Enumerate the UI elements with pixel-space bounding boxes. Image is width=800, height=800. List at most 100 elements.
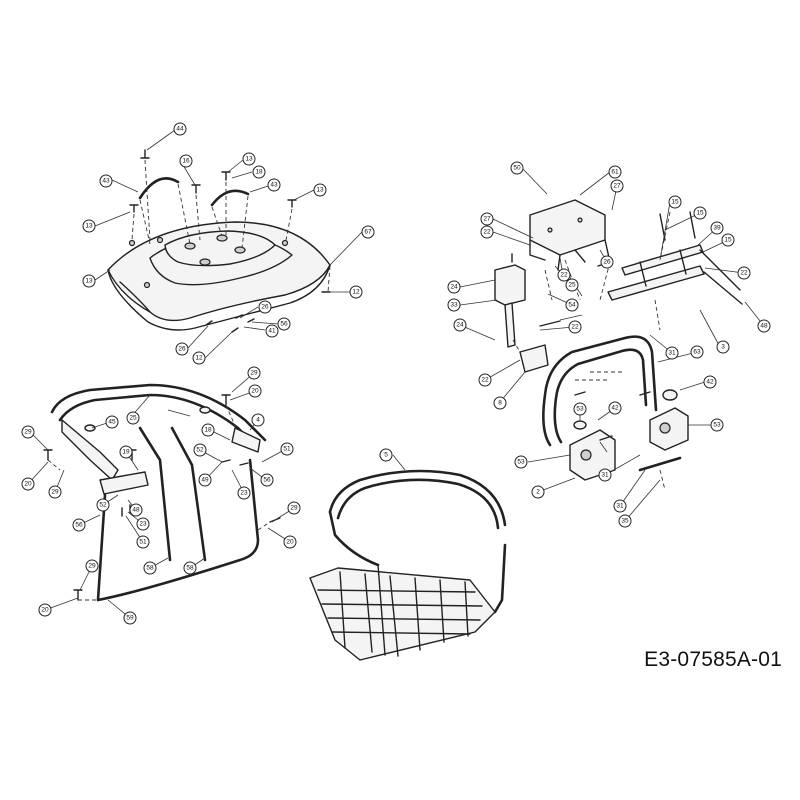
svg-text:51: 51 (283, 446, 291, 453)
callout-29: 29 (21, 425, 35, 439)
callout-20: 20 (248, 384, 262, 398)
callout-56: 56 (72, 518, 86, 532)
callout-24: 24 (447, 280, 461, 294)
callout-4: 4 (251, 413, 265, 427)
svg-text:42: 42 (611, 405, 619, 412)
svg-text:41: 41 (268, 328, 276, 335)
callout-54: 54 (565, 298, 579, 312)
callout-13: 13 (242, 152, 256, 166)
svg-text:15: 15 (724, 237, 732, 244)
seat-cushion-frame (309, 454, 507, 661)
svg-text:8: 8 (498, 400, 502, 407)
svg-text:43: 43 (270, 182, 278, 189)
callout-5: 5 (379, 448, 393, 462)
svg-text:26: 26 (603, 259, 611, 266)
drawing-number: E3-07585A-01 (644, 648, 782, 671)
callout-56: 56 (277, 317, 291, 331)
svg-text:19: 19 (122, 449, 130, 456)
callout-67: 67 (361, 225, 375, 239)
svg-text:25: 25 (568, 282, 576, 289)
callout-53: 53 (710, 418, 724, 432)
callout-49: 49 (198, 473, 212, 487)
callout-13: 13 (313, 183, 327, 197)
callout-13: 13 (82, 274, 96, 288)
svg-text:50: 50 (513, 165, 521, 172)
callout-20: 20 (21, 477, 35, 491)
svg-text:54: 54 (568, 302, 576, 309)
callout-20: 20 (283, 535, 297, 549)
seat-pan-assembly (94, 129, 363, 359)
callout-8: 8 (493, 396, 507, 410)
svg-text:61: 61 (611, 169, 619, 176)
svg-text:18: 18 (255, 169, 263, 176)
callout-22: 22 (478, 373, 492, 387)
callout-15: 15 (693, 206, 707, 220)
svg-text:2: 2 (536, 489, 540, 496)
callout-12: 12 (349, 285, 363, 299)
svg-text:16: 16 (182, 158, 190, 165)
svg-text:59: 59 (126, 615, 134, 622)
svg-text:23: 23 (139, 521, 147, 528)
callout-27: 27 (480, 212, 494, 226)
callout-51: 51 (136, 535, 150, 549)
callout-63: 63 (690, 345, 704, 359)
callout-58: 58 (143, 561, 157, 575)
svg-text:67: 67 (364, 229, 372, 236)
callout-2: 2 (531, 485, 545, 499)
svg-text:33: 33 (450, 302, 458, 309)
svg-text:23: 23 (240, 490, 248, 497)
callout-29: 29 (85, 559, 99, 573)
callout-48: 48 (129, 503, 143, 517)
callout-43: 43 (99, 174, 113, 188)
callout-bubbles: 44 16 13 18 43 13 43 13 67 13 12 26 56 4… (21, 122, 771, 625)
callout-18: 18 (201, 423, 215, 437)
svg-text:49: 49 (201, 477, 209, 484)
svg-text:51: 51 (139, 539, 147, 546)
callout-3: 3 (716, 340, 730, 354)
svg-text:22: 22 (740, 270, 748, 277)
callout-53: 53 (514, 455, 528, 469)
svg-text:13: 13 (85, 278, 93, 285)
svg-text:44: 44 (176, 126, 184, 133)
callout-56: 56 (260, 473, 274, 487)
svg-text:29: 29 (88, 563, 96, 570)
svg-text:52: 52 (99, 502, 107, 509)
svg-text:24: 24 (450, 284, 458, 291)
svg-text:27: 27 (613, 183, 621, 190)
callout-61: 61 (608, 165, 622, 179)
svg-text:12: 12 (195, 355, 203, 362)
svg-text:45: 45 (108, 419, 116, 426)
callout-26: 26 (175, 342, 189, 356)
svg-text:35: 35 (621, 518, 629, 525)
svg-text:26: 26 (261, 304, 269, 311)
svg-text:20: 20 (286, 539, 294, 546)
callout-18: 18 (252, 165, 266, 179)
callout-31: 31 (613, 499, 627, 513)
svg-text:5: 5 (384, 452, 388, 459)
callout-19: 19 (119, 445, 133, 459)
seat-base-frame-assembly (459, 167, 765, 522)
callout-29: 29 (247, 366, 261, 380)
svg-text:58: 58 (146, 565, 154, 572)
backrest-frame-assembly (27, 372, 295, 619)
callout-52: 52 (193, 443, 207, 457)
callout-23: 23 (237, 486, 251, 500)
callout-29: 29 (48, 485, 62, 499)
callout-41: 41 (265, 324, 279, 338)
callout-45: 45 (105, 415, 119, 429)
svg-text:25: 25 (129, 415, 137, 422)
svg-text:3: 3 (721, 344, 725, 351)
svg-text:48: 48 (132, 507, 140, 514)
svg-text:31: 31 (616, 503, 624, 510)
svg-text:13: 13 (316, 187, 324, 194)
svg-text:22: 22 (560, 272, 568, 279)
callout-53: 53 (573, 402, 587, 416)
svg-text:52: 52 (196, 447, 204, 454)
svg-text:29: 29 (290, 505, 298, 512)
callout-27: 27 (610, 179, 624, 193)
svg-text:53: 53 (517, 459, 525, 466)
svg-text:48: 48 (760, 323, 768, 330)
svg-text:29: 29 (24, 429, 32, 436)
callout-58: 58 (183, 561, 197, 575)
